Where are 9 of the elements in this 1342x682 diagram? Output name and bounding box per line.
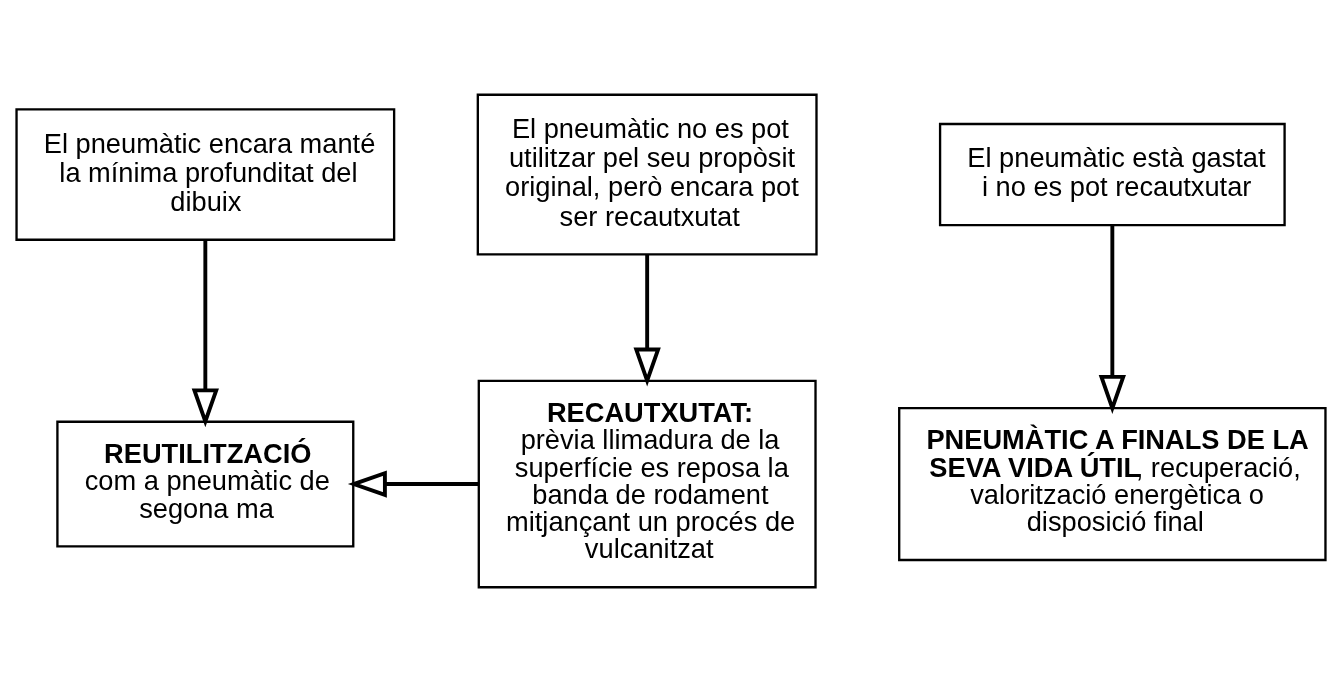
arrow: [633, 254, 661, 387]
node-box: REUTILITZACIÓ com a pneumàtic de segona ma: [56, 420, 355, 548]
node-box: El pneumàtic encara manté la mínima profunditat del dibuix: [15, 108, 396, 241]
arrow: [347, 470, 479, 498]
node-box: El pneumàtic està gastat i no es pot recautxutar: [938, 122, 1286, 227]
arrow: [191, 239, 219, 428]
node-box: RECAUTXUTAT: prèvia llimadura de la superfície es reposa la banda de rodament mitjançant un procés de vulcanitzat: [477, 379, 817, 589]
arrow: [1098, 225, 1126, 414]
node-box: El pneumàtic no es pot utilitzar pel seu propòsit original, però encara pot ser recautxutat: [476, 93, 818, 256]
